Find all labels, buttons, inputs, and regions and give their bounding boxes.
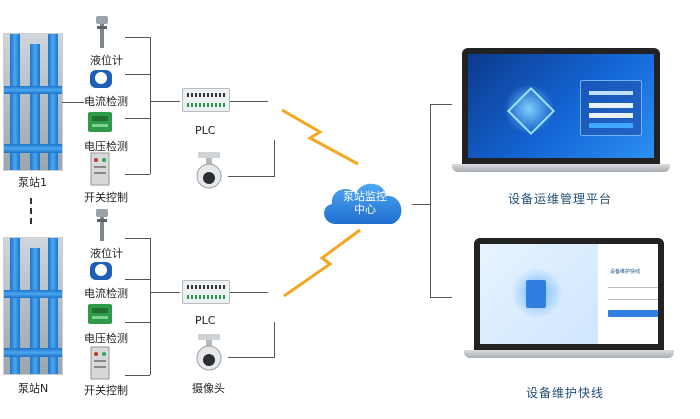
lightning-icon xyxy=(280,106,360,168)
switch-cabinet-icon xyxy=(90,346,110,380)
plc-icon xyxy=(182,88,230,112)
hub-label: 泵站监控 中心 xyxy=(330,190,400,216)
plc-icon xyxy=(182,280,230,304)
voltage-sensor-icon xyxy=(86,108,114,134)
dome-camera-icon xyxy=(194,150,224,190)
sensor-label: 液位计 xyxy=(90,54,123,67)
dome-camera-icon xyxy=(194,332,224,372)
level-gauge-icon xyxy=(92,14,112,50)
lightning-icon xyxy=(282,228,362,298)
voltage-sensor-icon xyxy=(86,300,114,326)
cloud-icon xyxy=(316,174,412,228)
switch-cabinet-icon xyxy=(90,152,110,186)
current-sensor-icon xyxy=(88,66,114,90)
plc-label: PLC xyxy=(195,124,216,137)
platform-label: 设备维护快线 xyxy=(526,386,605,400)
laptop-icon xyxy=(452,48,670,174)
screen-title: 设备维护快线 xyxy=(610,269,641,275)
station-separator xyxy=(30,198,32,228)
station-n-photo xyxy=(3,237,63,375)
sensor-label: 电压检测 xyxy=(84,140,128,153)
camera-label: 摄像头 xyxy=(192,382,225,395)
sensor-label: 电压检测 xyxy=(84,332,128,345)
sensor-label: 电流检测 xyxy=(84,287,128,300)
sensor-label: 电流检测 xyxy=(84,95,128,108)
hub-label-line2: 中心 xyxy=(354,203,376,216)
current-sensor-icon xyxy=(88,258,114,282)
plc-label: PLC xyxy=(195,314,216,327)
station-1-photo xyxy=(3,33,63,171)
sensor-label: 开关控制 xyxy=(84,191,128,204)
station-1-label: 泵站1 xyxy=(18,176,47,189)
level-gauge-icon xyxy=(92,207,112,243)
platform-label: 设备运维管理平台 xyxy=(508,192,613,206)
laptop-icon: 设备维护快线 xyxy=(464,238,674,360)
station-n-label: 泵站N xyxy=(18,382,49,395)
hub-label-line1: 泵站监控 xyxy=(343,190,387,203)
sensor-label: 开关控制 xyxy=(84,384,128,397)
sensor-label: 液位计 xyxy=(90,247,123,260)
